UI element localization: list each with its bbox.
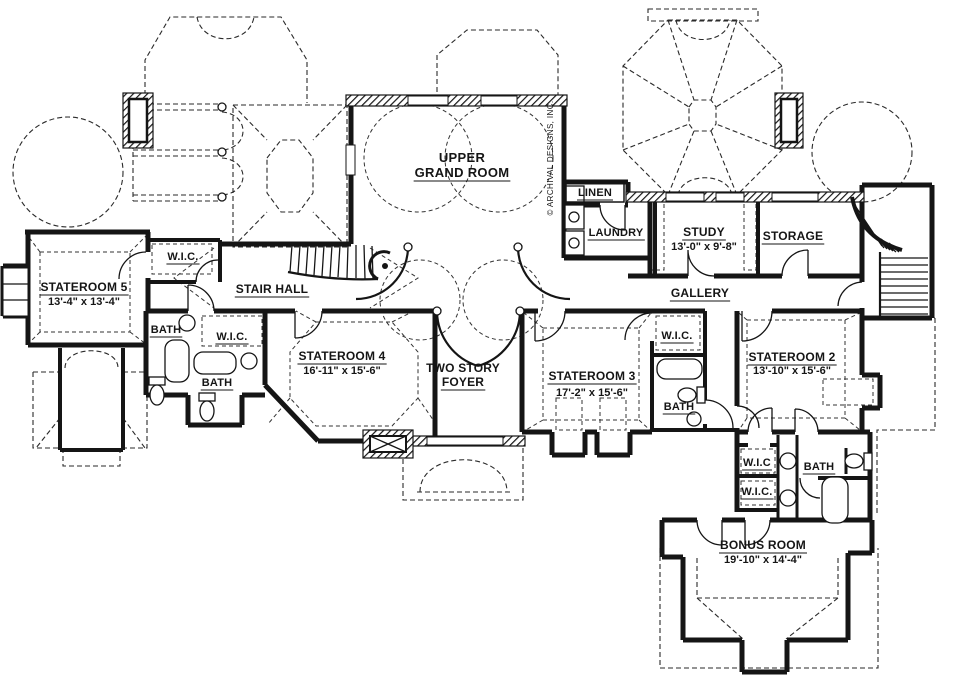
doors-layer — [118, 204, 863, 546]
fixtures-layer — [148, 185, 873, 524]
room-label-bath-s3: BATH — [664, 401, 695, 413]
labels-layer: UPPER GRAND ROOM LINEN LAUNDRY STUDY 13'… — [39, 100, 837, 566]
room-dims-stateroom-4: 16'-11" x 15'-6" — [303, 365, 380, 377]
bathtub — [821, 476, 849, 524]
bay-window — [2, 267, 29, 317]
room-label-bath-s2: BATH — [804, 461, 835, 473]
sink — [178, 314, 196, 332]
window — [407, 95, 449, 106]
window — [426, 436, 504, 446]
room-dims-stateroom-3: 17'-2" x 15'-6" — [556, 387, 628, 399]
window — [665, 192, 705, 202]
room-label-foyer-2: FOYER — [442, 375, 484, 389]
main-stair — [287, 244, 391, 281]
column — [515, 306, 525, 316]
room-label-wic-s5: W.I.C. — [167, 251, 198, 263]
room-label-grand-room-1: UPPER — [439, 150, 486, 165]
room-label-wic-s3: W.I.C. — [661, 330, 692, 342]
room-dims-stateroom-5: 13'-4" x 13'-4" — [48, 296, 120, 308]
toilet — [677, 386, 706, 404]
room-dims-study: 13'-0" x 9'-8" — [671, 241, 737, 253]
toilet — [148, 376, 166, 406]
room-label-foyer-1: TWO STORY — [426, 361, 500, 375]
room-dims-stateroom-2: 13'-10" x 15'-6" — [753, 365, 831, 377]
gallery-arches — [217, 102, 571, 368]
room-label-stateroom-4: STATEROOM 4 — [298, 349, 385, 363]
linen-label-box — [565, 181, 625, 203]
column — [217, 102, 227, 112]
column — [513, 242, 523, 252]
roof-outline-layer — [12, 8, 936, 669]
window — [715, 192, 745, 202]
bathtub — [656, 358, 703, 380]
toilet — [844, 452, 873, 471]
sink — [686, 411, 702, 427]
room-label-wic-s2-lower: W.I.C. — [741, 486, 772, 498]
window — [771, 192, 819, 202]
copyright-text: © ARCHIVAL DESIGNS, INC. — [546, 100, 555, 215]
window — [345, 144, 356, 176]
room-label-wic-s2-upper: W.I.C — [743, 457, 771, 469]
room-label-bonus-room: BONUS ROOM — [720, 538, 806, 552]
room-label-stateroom-3: STATEROOM 3 — [548, 369, 635, 383]
toilet — [198, 392, 216, 422]
room-label-wic-s4: W.I.C. — [216, 331, 247, 343]
window — [480, 95, 518, 106]
chimney — [774, 92, 804, 149]
column — [432, 306, 442, 316]
room-label-stateroom-5: STATEROOM 5 — [40, 280, 127, 294]
room-label-stair-hall: STAIR HALL — [236, 282, 308, 296]
sink — [779, 452, 797, 470]
room-label-grand-room-2: GRAND ROOM — [415, 165, 510, 180]
bathtub — [164, 339, 190, 383]
room-label-gallery: GALLERY — [671, 286, 729, 300]
fireplace-chimney — [362, 429, 414, 459]
room-label-bath-s4: BATH — [202, 377, 233, 389]
laundry-appliances — [564, 185, 585, 256]
room-label-bath-s5: BATH — [151, 324, 182, 336]
room-label-study: STUDY — [683, 225, 725, 239]
chimney — [122, 92, 154, 149]
room-label-storage: STORAGE — [763, 229, 824, 243]
room-dims-bonus-room: 19'-10" x 14'-4" — [724, 554, 802, 566]
room-label-laundry: LAUNDRY — [589, 227, 644, 239]
sink — [240, 352, 258, 370]
column — [217, 192, 227, 202]
room-label-linen: LINEN — [578, 187, 612, 199]
column — [217, 147, 227, 157]
back-stair — [850, 196, 928, 318]
bathtub — [193, 351, 237, 375]
column — [403, 242, 413, 252]
exterior-bands — [2, 92, 865, 459]
sink — [779, 489, 797, 507]
room-label-stateroom-2: STATEROOM 2 — [748, 350, 835, 364]
